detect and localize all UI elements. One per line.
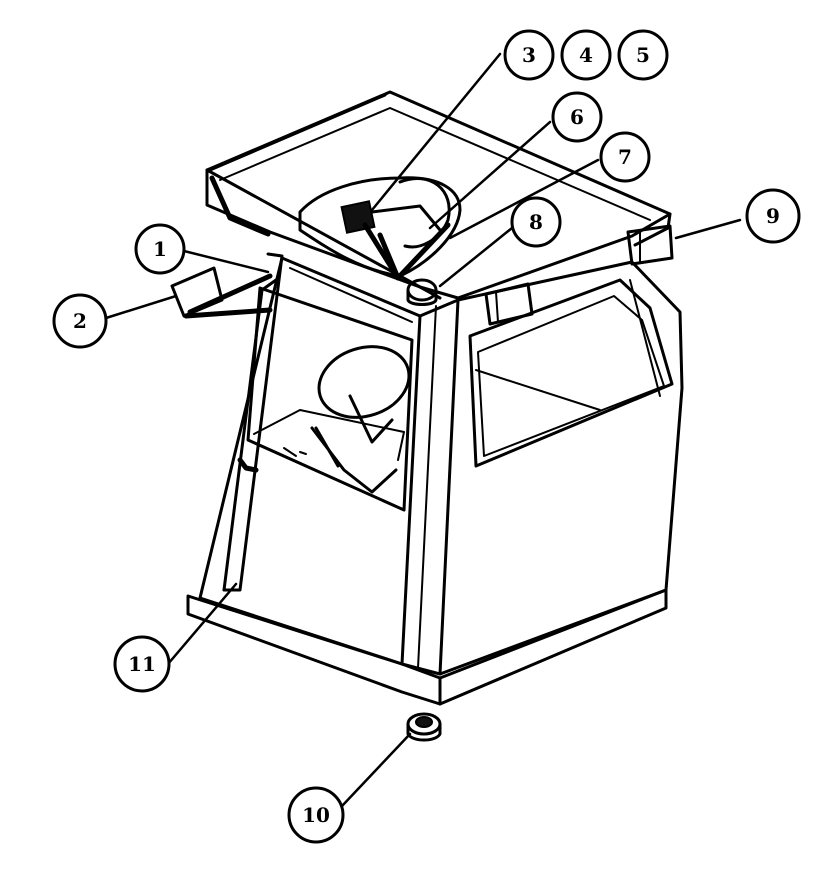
hatch-dome — [398, 176, 451, 249]
roof-front-edge — [205, 168, 442, 300]
callout-5: 5 — [617, 29, 669, 81]
front-window — [246, 286, 414, 512]
roof-cylinder-body — [406, 288, 438, 306]
callout-1-label: 1 — [153, 237, 167, 261]
right-window — [468, 278, 674, 468]
mirror-arm — [183, 273, 273, 319]
front-left-pillar-inner — [222, 278, 278, 592]
callout-2: 2 — [52, 293, 108, 349]
steering-wheel — [317, 345, 411, 419]
callout-5-label: 5 — [636, 43, 650, 67]
callout-4-label: 4 — [579, 43, 593, 67]
callout-8: 8 — [510, 196, 562, 248]
leader-7 — [448, 158, 600, 240]
leader-6 — [428, 120, 552, 230]
dashboard — [253, 409, 405, 461]
callout-4: 4 — [560, 29, 612, 81]
light-box-right — [626, 224, 674, 266]
beacon-arm — [362, 222, 451, 281]
roof-front-lip — [209, 175, 271, 237]
callout-7-label: 7 — [618, 145, 632, 169]
light-box-front-face — [495, 291, 499, 323]
callout-9: 9 — [745, 188, 801, 244]
callout-1: 1 — [134, 223, 186, 275]
steering-column — [348, 394, 394, 444]
base-right — [438, 588, 668, 706]
callout-7: 7 — [599, 131, 651, 183]
front-left-pillar — [222, 252, 284, 592]
callout-6-label: 6 — [570, 105, 584, 129]
callout-6: 6 — [551, 91, 603, 143]
cab-illustration — [170, 90, 684, 742]
door-frame-inner — [289, 267, 413, 323]
base-mount-body — [406, 722, 442, 742]
roof-right-edge — [633, 212, 672, 247]
callout-8-label: 8 — [529, 210, 543, 234]
callout-9-label: 9 — [766, 204, 780, 228]
leader-10 — [340, 732, 412, 808]
leader-lines — [104, 52, 742, 808]
leader-11 — [166, 582, 238, 666]
callout-3: 3 — [503, 29, 555, 81]
seat-edge — [283, 447, 307, 457]
right-rear-pillar — [629, 279, 661, 397]
roof-inner-lip — [219, 107, 651, 221]
leader-1 — [178, 248, 270, 274]
front-corner-post-edge — [417, 305, 437, 669]
callout-10: 10 — [287, 786, 345, 844]
callout-11-label: 11 — [128, 652, 156, 676]
leader-3 — [370, 52, 502, 212]
right-window-inner — [477, 295, 665, 457]
front-corner-post — [400, 298, 460, 676]
leader-8 — [438, 226, 514, 288]
callout-3-label: 3 — [522, 43, 536, 67]
base-mount-inner — [415, 716, 433, 728]
seat — [310, 426, 398, 494]
roof-left-top-edge — [208, 93, 387, 172]
right-side-panel — [438, 260, 684, 676]
leader-9 — [674, 218, 742, 240]
callout-11: 11 — [113, 635, 171, 693]
callout-2-label: 2 — [73, 309, 87, 333]
callout-10-label: 10 — [302, 803, 330, 827]
roof-hatch — [298, 176, 462, 278]
door-frame — [198, 256, 422, 666]
leader-2 — [104, 294, 178, 320]
right-window-sill — [475, 369, 601, 411]
door-handle — [237, 457, 259, 473]
beacon-arm-2 — [370, 204, 442, 232]
lever — [314, 426, 340, 468]
